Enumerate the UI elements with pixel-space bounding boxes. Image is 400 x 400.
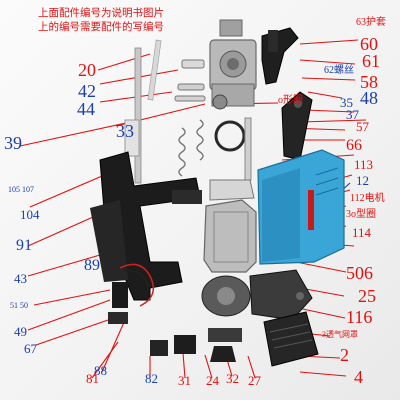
part-label-81: 81 [86, 371, 99, 386]
part-label-114: 114 [352, 225, 372, 240]
part-label-112: 112电机 [350, 193, 385, 204]
part-label-116: 116 [346, 307, 373, 327]
part-label-91: 91 [16, 237, 32, 254]
part-label-3-filter: 3透气网罩 [322, 330, 358, 339]
part-label-63: 63护套 [356, 17, 386, 28]
part-label-61: 61 [362, 51, 380, 71]
part-label-66: 66 [346, 137, 362, 154]
part-label-44: 44 [77, 99, 95, 119]
part-label-o-ring: o形圈 [278, 95, 303, 106]
part-label-58: 58 [360, 72, 378, 92]
part-label-82: 82 [145, 371, 158, 386]
part-label-506: 506 [346, 263, 373, 283]
part-label-57: 57 [356, 119, 369, 134]
instruction-note: 上面配件编号为说明书图片上的编号需要配件的写编号 [38, 7, 164, 33]
part-label-62: 62螺丝 [324, 65, 354, 76]
part-label-67: 67 [24, 341, 37, 356]
part-label-33: 33 [116, 121, 134, 141]
part-label-113: 113 [354, 157, 374, 172]
part-label-51-50: 51 50 [10, 301, 28, 310]
part-label-89: 89 [84, 257, 100, 274]
part-label-24: 24 [206, 373, 219, 388]
part-label-2: 2 [340, 345, 349, 365]
part-label-35: 35 [340, 95, 353, 110]
part-label-12: 12 [356, 173, 369, 188]
part-label-4: 4 [354, 367, 363, 387]
part-label-27: 27 [248, 373, 261, 388]
part-label-43: 43 [14, 271, 27, 286]
part-label-60: 60 [360, 34, 378, 54]
part-label-104: 104 [20, 207, 40, 222]
part-label-42: 42 [78, 81, 96, 101]
part-label-88: 88 [94, 363, 107, 378]
part-label-39: 39 [4, 133, 22, 153]
part-label-20: 20 [78, 60, 96, 80]
part-label-37: 37 [346, 107, 359, 122]
part-label-31: 31 [178, 373, 191, 388]
part-label-3o-ring: 3o型圈 [346, 209, 376, 220]
part-label-48: 48 [360, 88, 378, 108]
part-label-32: 32 [226, 371, 239, 386]
part-label-49: 49 [14, 324, 27, 339]
part-label-25: 25 [358, 286, 376, 306]
part-label-105-107: 105 107 [8, 185, 34, 194]
